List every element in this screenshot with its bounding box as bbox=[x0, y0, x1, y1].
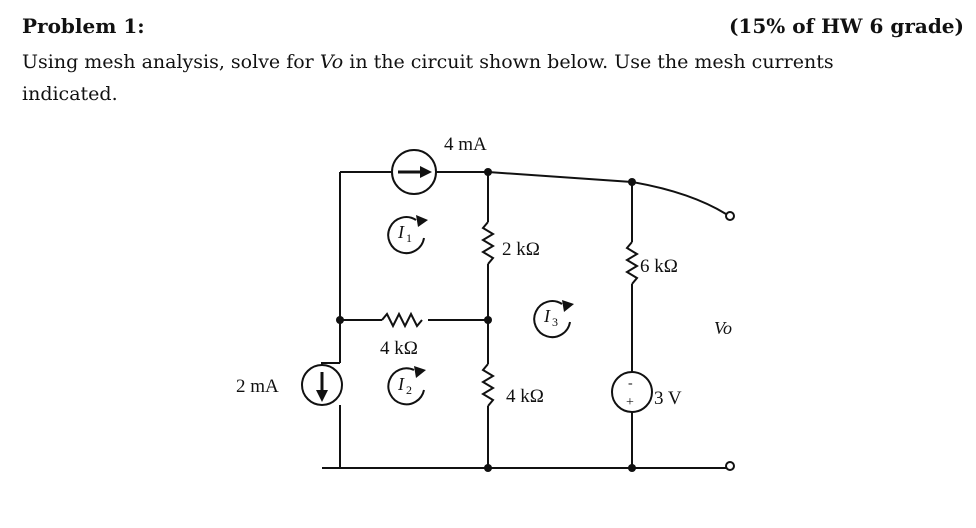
mesh-1-arc bbox=[387, 216, 425, 255]
node-top-right bbox=[628, 178, 636, 186]
label-4k-vertical: 4 kΩ bbox=[506, 386, 544, 407]
statement-text-before: Using mesh analysis, solve for bbox=[22, 51, 320, 73]
label-mesh-1-sub: 1 bbox=[406, 231, 412, 245]
label-2ma: 2 mA bbox=[236, 376, 279, 397]
wire-left-src-top bbox=[321, 362, 340, 365]
mesh-3-arrowhead bbox=[562, 300, 574, 312]
label-6k: 6 kΩ bbox=[640, 256, 678, 277]
wire-top-output bbox=[631, 181, 727, 215]
mesh-2-arrowhead bbox=[414, 366, 426, 378]
label-polarity-minus: - bbox=[628, 376, 633, 391]
statement-variable: Vo bbox=[319, 51, 344, 73]
voltage-source-3v bbox=[611, 371, 653, 413]
resistor-6k-zigzag bbox=[625, 241, 639, 285]
label-polarity-plus: + bbox=[626, 395, 634, 410]
current-source-4ma bbox=[391, 149, 437, 195]
terminal-bottom bbox=[725, 461, 735, 471]
resistor-4k-v-zigzag bbox=[481, 363, 495, 407]
problem-title: Problem 1: bbox=[22, 14, 145, 38]
node-left-mid bbox=[336, 316, 344, 324]
grade-weight: (15% of HW 6 grade) bbox=[728, 14, 964, 38]
label-mesh-1: I bbox=[397, 222, 405, 242]
label-4k-horizontal: 4 kΩ bbox=[380, 338, 418, 359]
statement-text-after: in the circuit shown below. Use the mesh… bbox=[22, 51, 834, 105]
wire-left-bottom bbox=[322, 405, 341, 469]
node-bottom-mid bbox=[484, 464, 492, 472]
node-center bbox=[484, 316, 492, 324]
wire-top-right bbox=[487, 171, 633, 183]
mesh-3-arc bbox=[533, 300, 571, 339]
label-3v: 3 V bbox=[654, 388, 682, 409]
node-bottom-right bbox=[628, 464, 636, 472]
label-4ma: 4 mA bbox=[444, 134, 487, 155]
label-mesh-3-sub: 3 bbox=[552, 315, 558, 329]
resistor-4k-h-zigzag bbox=[381, 311, 423, 329]
label-mesh-2: I bbox=[397, 374, 405, 394]
resistor-2k-zigzag bbox=[481, 221, 495, 265]
mesh-1-arrowhead bbox=[416, 215, 428, 227]
label-mesh-2-sub: 2 bbox=[406, 383, 412, 397]
problem-statement: Using mesh analysis, solve for Vo in the… bbox=[22, 46, 922, 110]
label-vo: Vo bbox=[714, 318, 732, 338]
mesh-2-arc bbox=[387, 367, 425, 406]
label-mesh-3: I bbox=[543, 306, 551, 326]
terminal-top bbox=[725, 211, 735, 221]
label-2k: 2 kΩ bbox=[502, 239, 540, 260]
node-top-mid bbox=[484, 168, 492, 176]
